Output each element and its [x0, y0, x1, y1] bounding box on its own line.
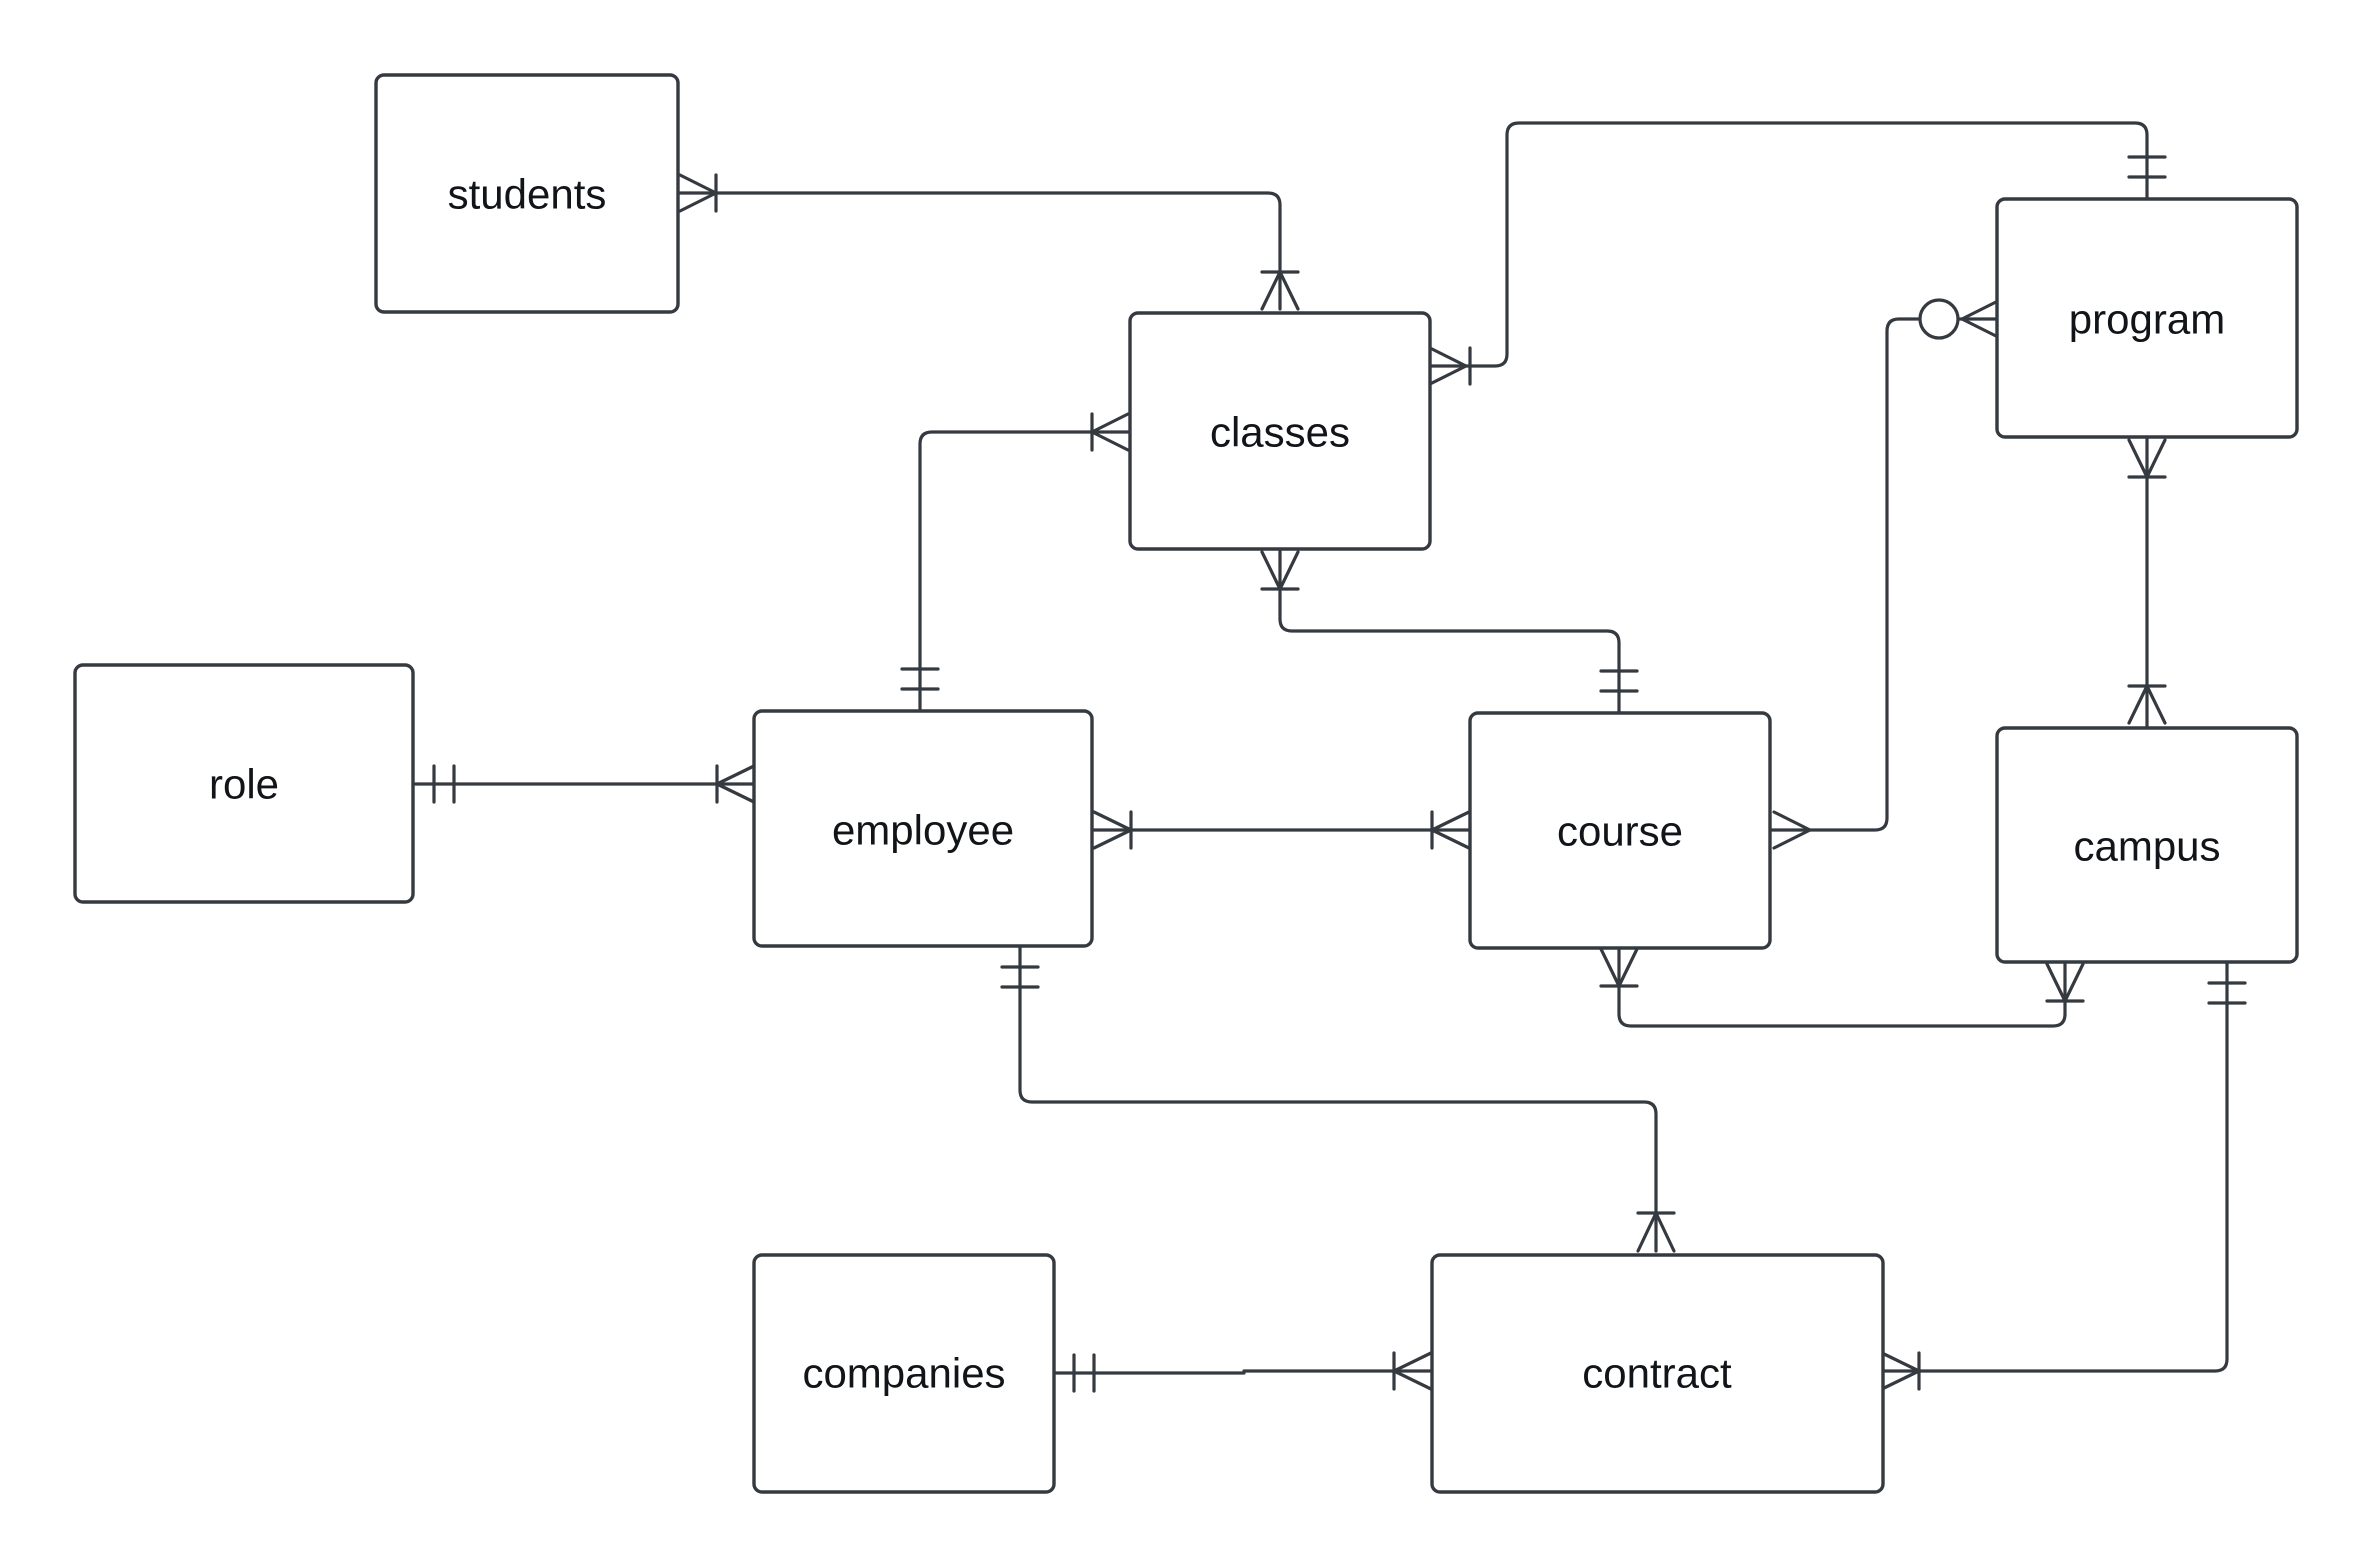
entity-program[interactable]: program: [1995, 197, 2299, 439]
rel-classes-program[interactable]: [1428, 121, 2167, 386]
rel-employee-course[interactable]: [1092, 810, 1471, 850]
entity-label: companies: [802, 1350, 1005, 1397]
rel-classes-course[interactable]: [1260, 548, 1639, 713]
entity-classes[interactable]: classes: [1128, 311, 1432, 551]
rel-employee-classes[interactable]: [900, 412, 1130, 711]
rel-campus-contract[interactable]: [1880, 961, 2247, 1391]
rel-role-employee[interactable]: [412, 764, 756, 804]
rel-program-campus[interactable]: [2127, 437, 2167, 729]
entity-companies[interactable]: companies: [752, 1253, 1056, 1494]
entity-contract[interactable]: contract: [1430, 1253, 1885, 1494]
entity-course[interactable]: course: [1468, 711, 1772, 950]
entity-label: classes: [1210, 409, 1350, 456]
rel-course-campus[interactable]: [1599, 947, 2085, 1028]
entity-label: campus: [2073, 823, 2220, 870]
entity-label: contract: [1582, 1350, 1732, 1397]
entity-employee[interactable]: employee: [752, 709, 1094, 948]
entity-label: course: [1557, 808, 1683, 855]
entity-label: employee: [832, 807, 1014, 854]
rel-course-program[interactable]: [1770, 298, 2000, 850]
entity-students[interactable]: students: [374, 73, 680, 314]
rel-companies-contract[interactable]: [1052, 1351, 1433, 1393]
entity-role[interactable]: role: [73, 663, 415, 904]
entity-campus[interactable]: campus: [1995, 726, 2299, 964]
rel-employee-contract[interactable]: [1000, 945, 1676, 1253]
entity-label: role: [209, 761, 279, 808]
rel-students-classes[interactable]: [678, 173, 1300, 311]
entity-label: students: [448, 171, 607, 218]
entity-label: program: [2069, 296, 2225, 343]
